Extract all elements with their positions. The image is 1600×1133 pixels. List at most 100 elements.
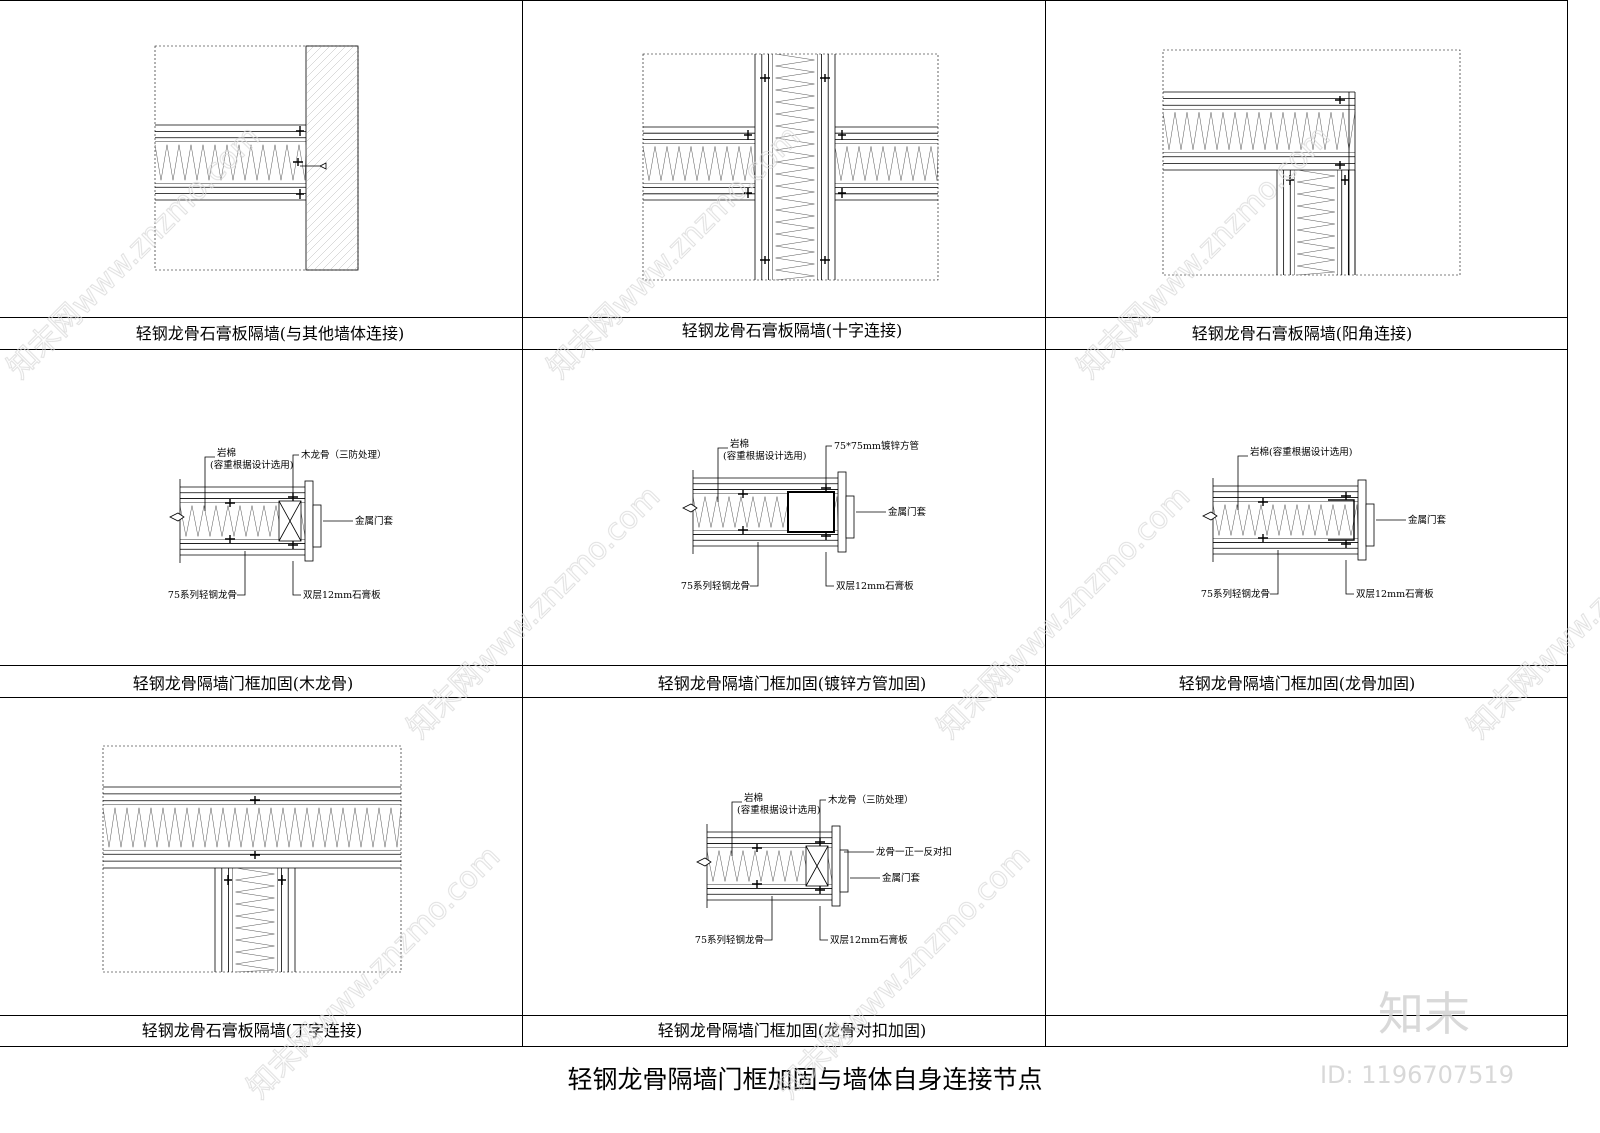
- break-mark: [682, 503, 698, 513]
- watermark-text: 知末网www.znzmo.com: [931, 479, 1197, 745]
- caption-buckle: 轻钢龙骨隔墙门框加固(龙骨对扣加固): [658, 1021, 927, 1040]
- sheet-title: 轻钢龙骨隔墙门框加固与墙体自身连接节点: [567, 1065, 1042, 1094]
- leader-line: [1270, 550, 1279, 595]
- hatch-line: [305, 45, 339, 79]
- fastener: [752, 844, 762, 852]
- detail-outside-corner: [1162, 49, 1461, 276]
- hatch-line: [305, 45, 355, 95]
- break-mark: [169, 512, 185, 522]
- hatch-line: [305, 193, 359, 247]
- hatch-line: [305, 45, 323, 63]
- door-frame-trim: [1365, 503, 1375, 547]
- hatch-line: [305, 217, 359, 271]
- detail-boundary: [1162, 49, 1461, 276]
- fastener: [820, 74, 830, 82]
- caption-wood-stud: 轻钢龙骨隔墙门框加固(木龙骨): [133, 674, 354, 693]
- hatch-line: [305, 121, 359, 175]
- insulation: [154, 144, 307, 181]
- leader-line: [1345, 560, 1354, 595]
- note-rockwool: 岩棉: [217, 447, 236, 459]
- hatch-line: [305, 113, 359, 167]
- hatch-line: [305, 201, 359, 255]
- fastener: [1258, 534, 1268, 542]
- fastener: [820, 256, 830, 264]
- caption-cross: 轻钢龙骨石膏板隔墙(十字连接): [682, 321, 903, 340]
- leader-line: [717, 447, 728, 502]
- note-density: (容重根据设计选用): [723, 450, 806, 462]
- anchor-bolt: [300, 162, 327, 170]
- hatch-line: [305, 177, 359, 231]
- fastener: [760, 74, 770, 82]
- hatch-line: [305, 153, 359, 207]
- insulation: [1297, 169, 1335, 276]
- hatch-line: [305, 45, 347, 87]
- caption-outside-corner: 轻钢龙骨石膏板隔墙(阳角连接): [1192, 324, 1413, 343]
- fastener: [293, 158, 303, 166]
- door-frame: [304, 480, 314, 562]
- leader-line: [825, 445, 832, 486]
- hatch-line: [305, 57, 359, 111]
- square-tube: [787, 491, 835, 533]
- fastener: [225, 535, 235, 543]
- caption-square-tube: 轻钢龙骨隔墙门框加固(镀锌方管加固): [658, 674, 927, 693]
- watermark-logo: 知末: [1378, 987, 1470, 1041]
- hatch-line: [305, 97, 359, 151]
- fastener: [1335, 96, 1345, 104]
- detail-t-joint: [102, 745, 402, 973]
- reinforce-stud: [1328, 499, 1355, 541]
- hatch-line: [305, 73, 359, 127]
- leader-line: [292, 454, 299, 495]
- watermark: 知末网www.znzmo.com 知末网www.znzmo.com 知末网www…: [0, 119, 1600, 1106]
- insulation: [834, 146, 939, 181]
- caption-other-wall: 轻钢龙骨石膏板隔墙(与其他墙体连接): [136, 324, 405, 343]
- note-frame: 金属门套: [888, 506, 927, 518]
- note-stud: 75系列轻钢龙骨: [168, 589, 237, 601]
- break-mark: [696, 857, 712, 867]
- note-density: (容重根据设计选用): [210, 459, 293, 471]
- caption-stud-reinforce: 轻钢龙骨隔墙门框加固(龙骨加固): [1179, 674, 1416, 693]
- detail-cross: [642, 53, 939, 281]
- hatch-line: [305, 49, 359, 103]
- insulation: [1162, 112, 1356, 150]
- leader-line: [204, 456, 215, 511]
- detail-square-tube: 岩棉(容重根据设计选用)75*75mm镀锌方管金属门套75系列轻钢龙骨双层12m…: [681, 438, 927, 592]
- watermark-text: 知末网www.znzmo.com: [1, 119, 267, 385]
- watermark-text: 知末网www.znzmo.com: [1071, 119, 1337, 385]
- fastener: [752, 880, 762, 888]
- detail-drawings: 岩棉(容重根据设计选用)木龙骨（三防处理）金属门套75系列轻钢龙骨双层12mm石…: [102, 45, 1461, 973]
- fastener: [278, 875, 286, 885]
- insulation: [642, 146, 756, 181]
- note-rockwool: 岩棉(容重根据设计选用): [1250, 446, 1352, 458]
- note-board: 双层12mm石膏板: [830, 934, 908, 946]
- detail-boundary: [154, 45, 359, 271]
- hatch-line: [305, 129, 359, 183]
- note-stud: 75系列轻钢龙骨: [681, 580, 750, 592]
- note-top-right: 木龙骨（三防处理）: [301, 449, 387, 461]
- door-frame-trim: [312, 504, 322, 548]
- door-frame-trim: [839, 849, 849, 893]
- fastener: [1341, 492, 1351, 500]
- leader-line: [819, 799, 826, 840]
- detail-other-wall: [154, 45, 359, 271]
- fastener: [1341, 540, 1351, 548]
- leader-line: [750, 542, 759, 587]
- fastener: [250, 796, 260, 804]
- hatch-line: [305, 89, 359, 143]
- hatch-line: [305, 105, 359, 159]
- insulation: [102, 807, 402, 848]
- detail-wood-stud: 岩棉(容重根据设计选用)木龙骨（三防处理）金属门套75系列轻钢龙骨双层12mm石…: [168, 447, 394, 601]
- fastener: [1258, 498, 1268, 506]
- hatch-line: [305, 145, 359, 199]
- fastener: [296, 189, 304, 199]
- watermark-text: 知末网www.znzmo.com: [1461, 479, 1600, 745]
- leader-line: [764, 896, 773, 941]
- watermark-text: 知末网www.znzmo.com: [401, 479, 667, 745]
- leader-line: [292, 561, 301, 596]
- hatch-line: [353, 265, 359, 271]
- caption-t-joint: 轻钢龙骨石膏板隔墙(丁字连接): [142, 1021, 363, 1040]
- fastener: [250, 851, 260, 859]
- note-frame: 金属门套: [882, 872, 921, 884]
- door-frame: [1357, 479, 1367, 561]
- fastener: [738, 490, 748, 498]
